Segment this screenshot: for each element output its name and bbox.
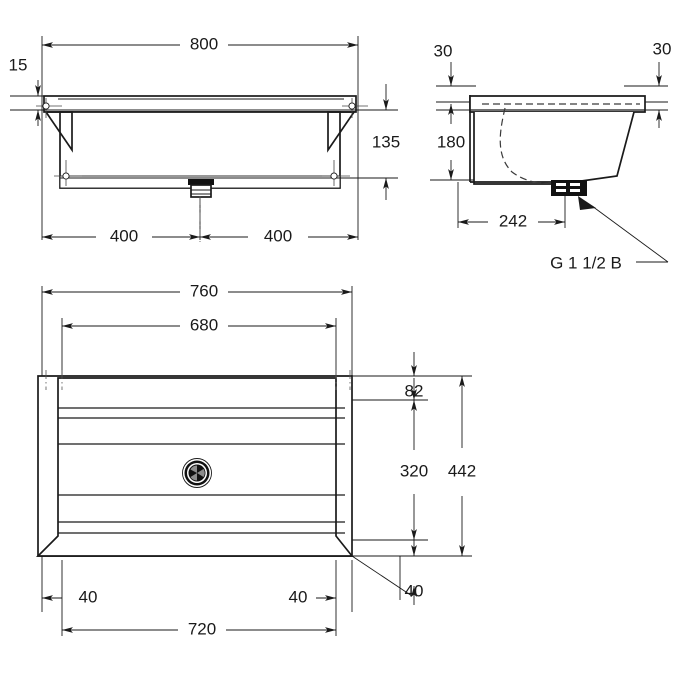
dimension-depth-overall: 442 bbox=[448, 376, 476, 556]
dimension-label: 15 bbox=[9, 55, 28, 74]
front-sink-body bbox=[36, 95, 368, 198]
dimension-depth-rear: 40 bbox=[405, 540, 424, 605]
dimension-depth-middle: 320 bbox=[400, 400, 428, 540]
dimension-label: 40 bbox=[289, 587, 308, 606]
dimension-bowl-depth: 180 bbox=[437, 104, 465, 180]
front-elevation-view: 800 15 135 bbox=[9, 34, 401, 245]
plan-sink-body bbox=[35, 370, 354, 557]
dimension-label: 40 bbox=[405, 581, 424, 600]
dimension-drain-distance: 242 bbox=[458, 211, 565, 230]
dimension-label: 680 bbox=[190, 315, 218, 334]
mounting-marks-bottom bbox=[54, 160, 350, 186]
dimension-label: 82 bbox=[405, 381, 424, 400]
plan-ribs bbox=[58, 407, 345, 534]
plan-top-view: 760 680 bbox=[35, 281, 476, 638]
side-sink-body bbox=[469, 95, 646, 196]
dimension-plan-width-inner: 680 bbox=[62, 315, 336, 334]
dimension-drain-offsets: 400 400 bbox=[42, 226, 358, 245]
dimension-label: 30 bbox=[653, 39, 672, 58]
dimension-inset-left: 40 bbox=[42, 587, 97, 606]
dimension-label: 400 bbox=[110, 226, 138, 245]
front-drain-outlet bbox=[188, 179, 214, 198]
callout-label: G 1 1/2 B bbox=[550, 253, 622, 272]
dimension-label: 760 bbox=[190, 281, 218, 300]
dimension-inset-right: 40 bbox=[289, 587, 336, 606]
dimension-plan-width-outer: 760 bbox=[42, 281, 352, 300]
dimension-depth-front: 82 bbox=[405, 352, 424, 400]
dimension-label: 720 bbox=[188, 619, 216, 638]
plan-drain bbox=[182, 458, 212, 488]
dimension-rim-thickness: 15 bbox=[9, 55, 41, 126]
side-drain-outlet bbox=[551, 180, 587, 196]
side-section-view: 30 30 180 bbox=[430, 39, 671, 272]
dimension-label: 30 bbox=[434, 41, 453, 60]
dimension-label: 135 bbox=[372, 132, 400, 151]
dimension-rim-top-left: 30 bbox=[434, 41, 454, 86]
dimension-label: 242 bbox=[499, 211, 527, 230]
dimension-plan-width-base: 720 bbox=[62, 619, 336, 638]
dimension-overall-width: 800 bbox=[42, 34, 358, 53]
dimension-label: 800 bbox=[190, 34, 218, 53]
outlet-thread-callout: G 1 1/2 B bbox=[550, 196, 669, 272]
dimension-label: 180 bbox=[437, 132, 465, 151]
mounting-marks-top bbox=[36, 98, 368, 118]
dimension-label: 40 bbox=[79, 587, 98, 606]
dimension-bowl-height: 135 bbox=[372, 84, 400, 200]
dimension-rim-top-right: 30 bbox=[653, 39, 672, 128]
dimension-label: 400 bbox=[264, 226, 292, 245]
plan-corner-marks bbox=[45, 370, 351, 390]
dimension-label: 320 bbox=[400, 461, 428, 480]
dimension-label: 442 bbox=[448, 461, 476, 480]
